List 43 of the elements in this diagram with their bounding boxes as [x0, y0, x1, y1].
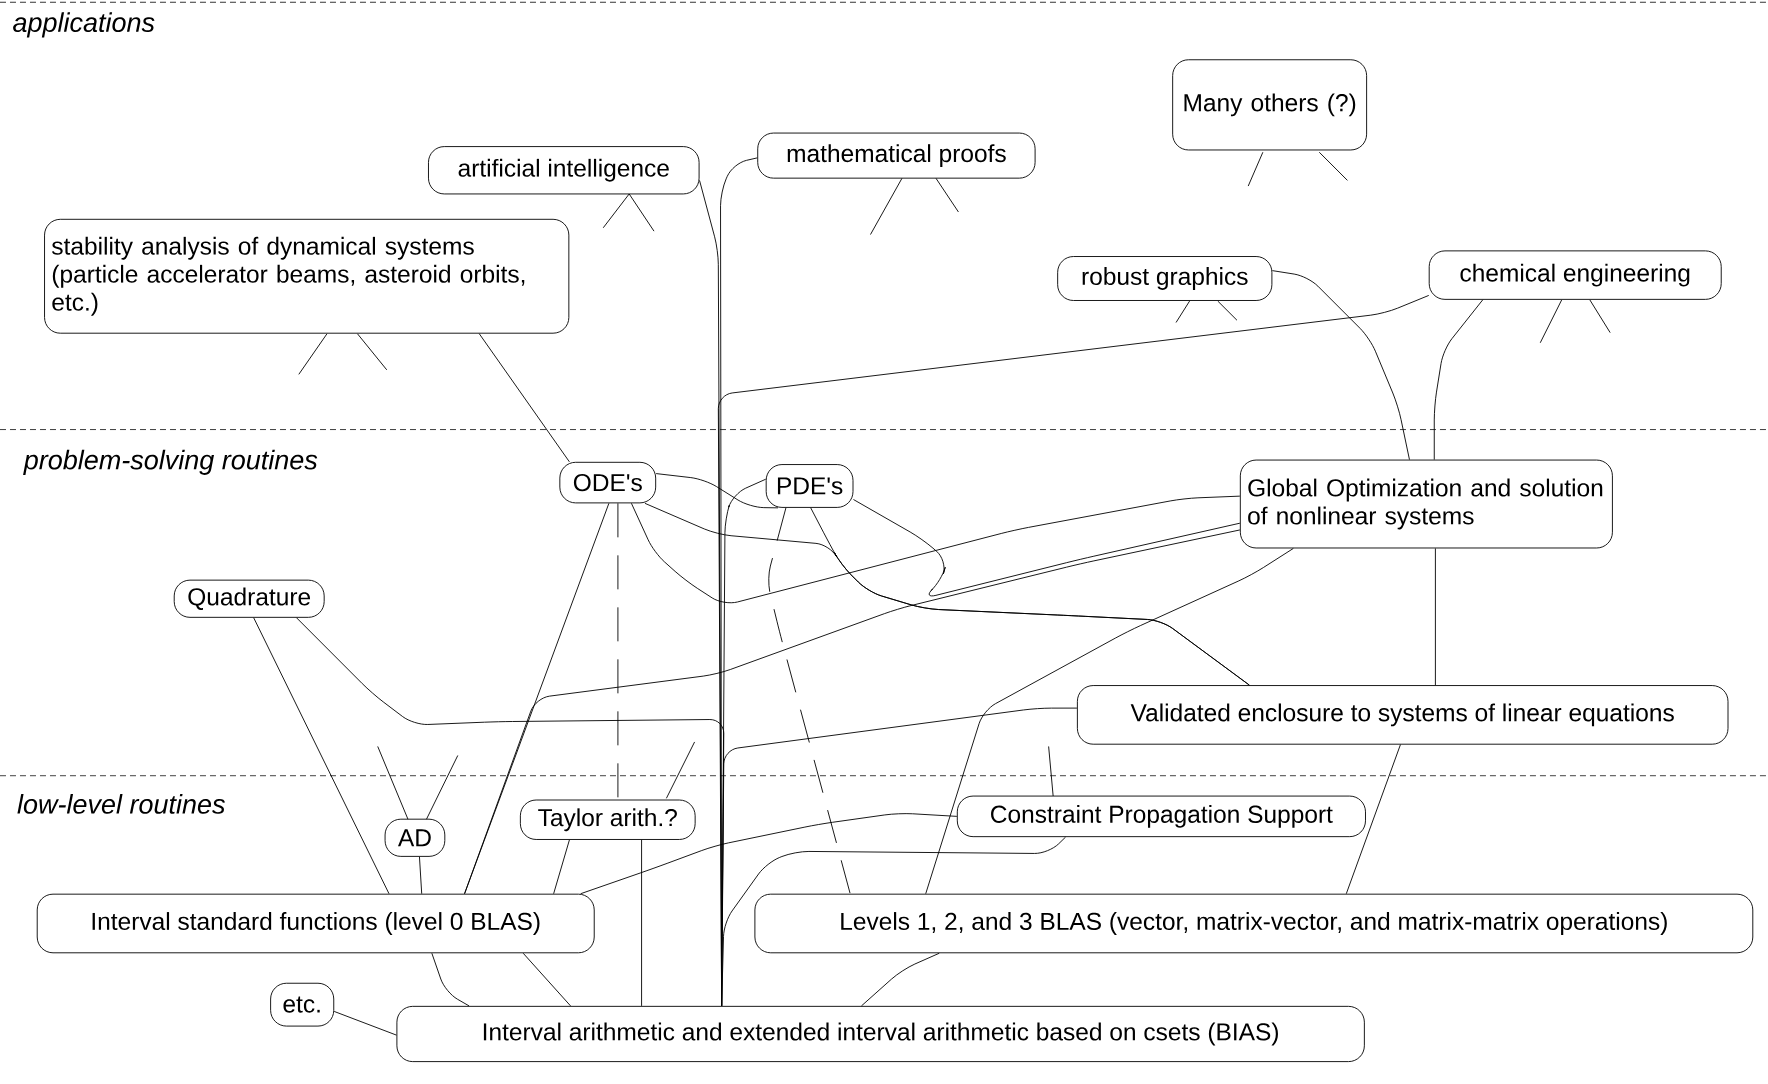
- connector-line: [431, 953, 470, 1007]
- rounded-box: stability analysis of dynamical systems (particle accelerator beams, asteroid orbits, etc.): [44, 219, 570, 334]
- connector-line: [853, 499, 1241, 597]
- connector-line: [333, 1011, 397, 1036]
- section-label: problem-solving routines: [23, 449, 318, 476]
- connector-line: [553, 839, 570, 895]
- rounded-box: Validated enclosure to systems of linear equations: [1076, 685, 1729, 745]
- connector-line: [861, 953, 940, 1007]
- connector-line: [419, 856, 423, 895]
- connector-line: [925, 548, 1294, 895]
- section-label: applications: [13, 12, 155, 38]
- rounded-box: PDE's: [765, 464, 854, 509]
- rounded-box: robust graphics: [1057, 256, 1273, 302]
- rounded-box: chemical engineering: [1428, 250, 1722, 301]
- rounded-box: Many others (?): [1172, 59, 1368, 151]
- rounded-box: ODE's: [559, 462, 657, 504]
- rounded-box: AD: [384, 818, 446, 858]
- connector-line: [522, 953, 571, 1007]
- rounded-box: artificial intelligence: [428, 146, 700, 195]
- connector-line: [1434, 548, 1436, 686]
- rounded-box: Global Optimization and solution of nonlinear systems: [1239, 459, 1613, 549]
- connector-line: [478, 333, 570, 463]
- connector-line: [768, 507, 851, 895]
- rounded-box: Interval arithmetic and extended interval arithmetic based on csets (BIAS): [396, 1006, 1365, 1063]
- rounded-box: Levels 1, 2, and 3 BLAS (vector, matrix-vector, and matrix-matrix operations): [754, 893, 1754, 954]
- connector-line: [655, 473, 779, 509]
- rounded-box: etc.: [270, 983, 335, 1027]
- connector-line: [721, 836, 1066, 1007]
- connector-line: [1345, 744, 1401, 895]
- connector-line: [631, 495, 1241, 604]
- rounded-box: Quadrature: [173, 579, 325, 618]
- connector-line: [580, 813, 958, 895]
- rounded-box: Taylor arith.?: [519, 799, 696, 841]
- connector-line: [464, 529, 1241, 895]
- rounded-box: Interval standard functions (level 0 BLAS): [36, 893, 595, 954]
- connector-line: [810, 507, 1250, 686]
- section-label: low-level routines: [17, 794, 225, 815]
- rounded-box: Constraint Propagation Support: [956, 795, 1366, 838]
- connector-line: [253, 617, 390, 895]
- connector-line: [641, 839, 643, 1007]
- connector-line: [1433, 299, 1484, 461]
- rounded-box: mathematical proofs: [757, 132, 1036, 179]
- connector-line: [1271, 270, 1410, 461]
